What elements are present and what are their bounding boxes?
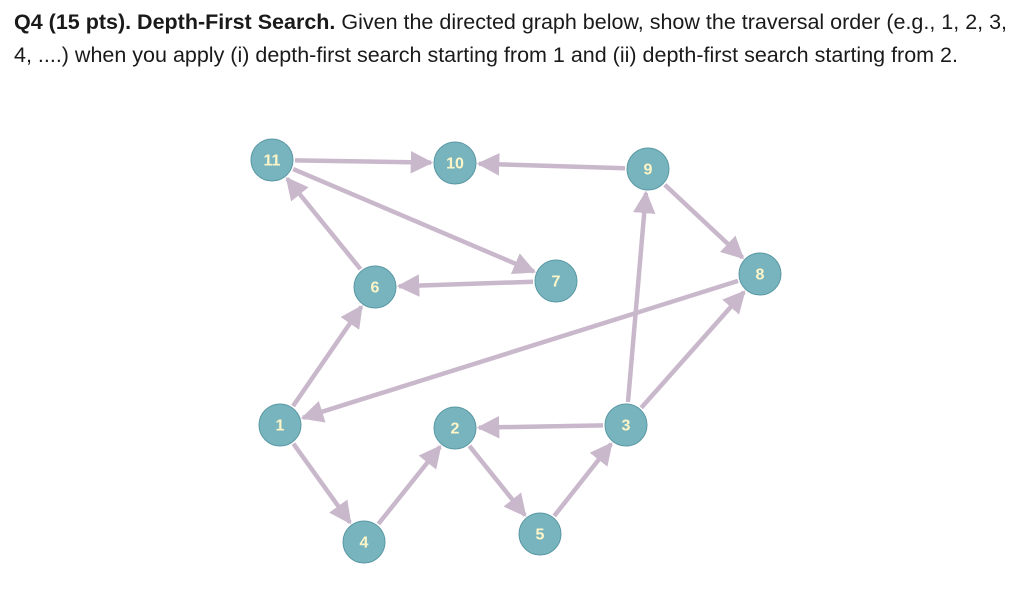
edge-9-to-10	[476, 153, 626, 176]
node-label: 9	[644, 162, 653, 179]
graph-nodes: 11 10 9 6 7 8 1 2 3 4 5	[250, 138, 782, 564]
node-circle	[433, 141, 477, 185]
edge-4-to-2	[376, 444, 442, 526]
node-label: 7	[552, 274, 561, 291]
node-2: 2	[433, 406, 477, 450]
node-label: 1	[276, 418, 285, 435]
node-circle	[738, 252, 782, 296]
node-circle	[258, 403, 302, 447]
node-circle	[342, 520, 386, 564]
node-7: 7	[534, 259, 578, 303]
node-circle	[250, 138, 294, 182]
node-1: 1	[258, 403, 302, 447]
question-body: Given the directed graph below, show the…	[14, 10, 1008, 67]
node-10: 10	[433, 141, 477, 185]
edge-1-to-4	[291, 442, 352, 525]
node-label: 8	[756, 267, 765, 284]
edge-11-to-10	[294, 151, 434, 174]
edge-3-to-2	[476, 415, 604, 439]
node-label: 11	[264, 153, 281, 170]
edge-7-to-6	[396, 274, 534, 297]
node-circle	[353, 265, 397, 309]
node-4: 4	[342, 520, 386, 564]
node-label: 4	[360, 535, 369, 552]
edge-5-to-3	[552, 442, 613, 518]
node-label: 3	[622, 418, 631, 435]
question-text: Q4 (15 pts). Depth-First Search. Given t…	[14, 6, 1014, 72]
question-label: Q4 (15 pts). Depth-First Search.	[14, 10, 336, 34]
node-circle	[626, 147, 670, 191]
node-circle	[518, 512, 562, 556]
edge-1-to-6	[291, 304, 364, 408]
node-label: 10	[446, 156, 464, 173]
node-6: 6	[353, 265, 397, 309]
edge-8-to-1	[300, 278, 739, 423]
node-circle	[534, 259, 578, 303]
edge-3-to-9	[625, 190, 656, 403]
node-9: 9	[626, 147, 670, 191]
edge-9-to-8	[663, 183, 745, 260]
node-label: 5	[536, 527, 545, 544]
node-3: 3	[604, 403, 648, 447]
node-circle	[433, 406, 477, 450]
edge-11-to-7	[292, 166, 536, 275]
node-8: 8	[738, 252, 782, 296]
edge-6-to-11	[285, 176, 363, 271]
graph-edges	[285, 151, 746, 526]
node-5: 5	[518, 512, 562, 556]
node-label: 6	[371, 280, 380, 297]
edge-3-to-8	[639, 290, 746, 410]
edge-2-to-5	[467, 444, 527, 518]
node-circle	[604, 403, 648, 447]
node-label: 2	[451, 421, 460, 438]
node-11: 11	[250, 138, 294, 182]
